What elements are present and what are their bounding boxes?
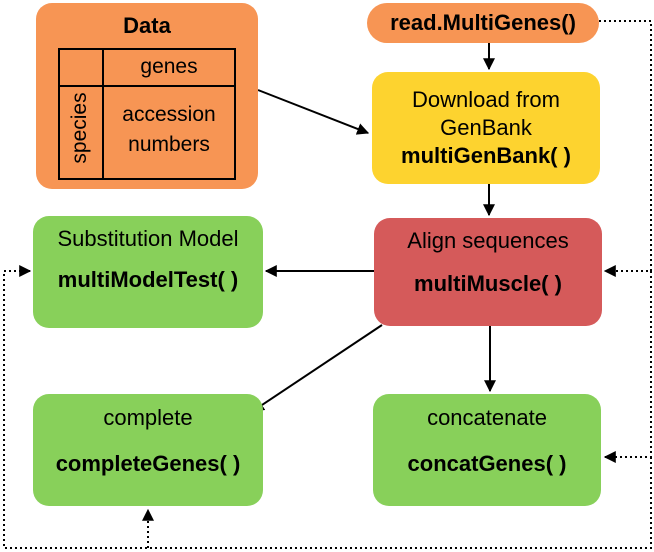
substitution-title: Substitution Model	[57, 226, 239, 251]
download-node: Download from GenBank multiGenBank( )	[372, 72, 600, 184]
substitution-node: Substitution Model multiModelTest( )	[33, 216, 263, 328]
dotted-connector-read-to-concatenate	[603, 271, 652, 463]
download-line1: Download from	[412, 87, 560, 112]
table-vertical-divider	[102, 50, 104, 178]
align-node: Align sequences multiMuscle( )	[374, 218, 602, 326]
data-table: genes species accession numbers	[58, 48, 236, 180]
dotted-connector-to-substitution	[3, 265, 652, 549]
dotted-connector-read-to-align	[599, 20, 652, 277]
accession-numbers-line1: accession	[122, 103, 216, 126]
accession-numbers-line2: numbers	[128, 133, 210, 156]
download-function: multiGenBank( )	[401, 143, 571, 168]
complete-title: complete	[103, 405, 193, 430]
align-function: multiMuscle( )	[414, 271, 562, 296]
arrow-align-to-complete	[252, 324, 383, 412]
complete-node: complete completeGenes( )	[33, 394, 263, 506]
concatenate-node: concatenate concatGenes( )	[373, 394, 601, 506]
substitution-function: multiModelTest( )	[57, 267, 239, 292]
read-multigenes-node: read.MultiGenes()	[367, 3, 599, 43]
arrow-data-to-download	[257, 89, 370, 135]
data-box: Data genes species accession numbers	[36, 3, 258, 189]
read-multigenes-label: read.MultiGenes()	[390, 10, 576, 35]
complete-function: completeGenes( )	[55, 451, 241, 476]
concatenate-title: concatenate	[427, 405, 547, 430]
table-horizontal-divider	[60, 85, 234, 87]
column-header-genes: genes	[140, 55, 198, 78]
row-header-species: species	[68, 92, 91, 164]
concatenate-function: concatGenes( )	[407, 451, 567, 476]
data-box-title: Data	[123, 13, 171, 38]
align-title: Align sequences	[407, 228, 569, 253]
accession-numbers-cell: accession numbers	[104, 100, 234, 160]
download-line2: GenBank	[440, 115, 532, 140]
